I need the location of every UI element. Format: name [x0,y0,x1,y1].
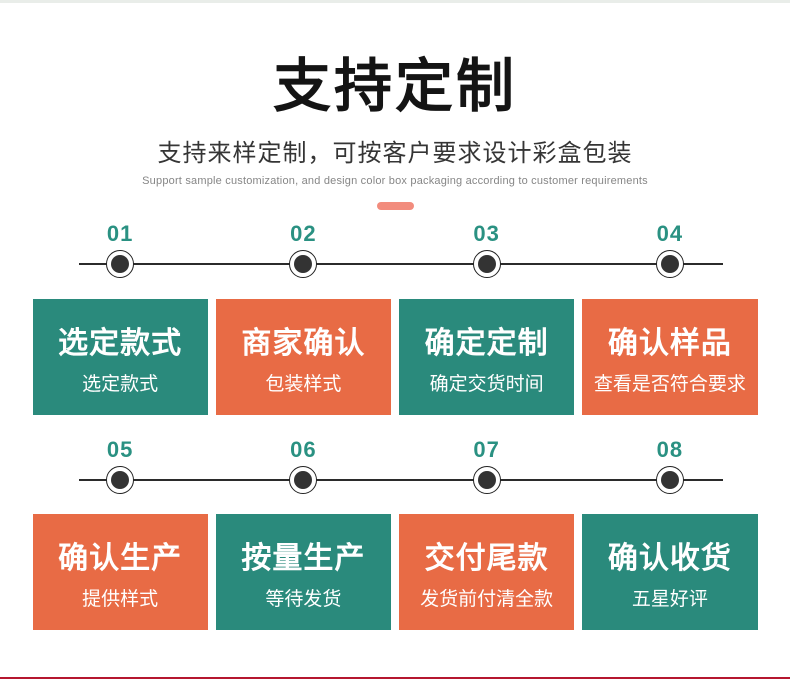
step-number: 05 [106,437,134,463]
timeline-dot-icon [289,250,318,279]
card-subtitle: 提供样式 [82,589,159,611]
timeline-dot-core [111,471,130,490]
card-title: 商家确认 [241,327,366,361]
timeline-dot-icon [289,466,318,495]
timeline-dot-core [294,255,313,274]
card-title: 确认收货 [607,542,732,576]
card-subtitle: 发货前付清全款 [420,589,554,611]
step-number: 02 [290,221,317,247]
timeline-dot-icon [655,250,684,279]
step-number: 07 [473,437,500,463]
timeline-step-07: 07 [399,437,574,495]
process-card-confirm-production: 确认生产 提供样式 [32,514,208,631]
process-card-merchant-confirm: 商家确认 包装样式 [215,299,391,416]
card-subtitle: 选定款式 [82,374,159,396]
card-subtitle: 查看是否符合要求 [593,374,746,396]
timeline-step-01: 01 [33,221,208,279]
timeline-rail [78,479,723,481]
timeline-dot-icon [472,466,501,495]
timeline-step-03: 03 [399,221,574,279]
timeline-dot-icon [106,466,135,495]
timeline-rail [78,263,723,265]
timeline-step-04: 04 [582,221,757,279]
page-title: 支持定制 [272,54,517,119]
header: 支持定制 支持来样定制，可按客户要求设计彩盒包装 Support sample … [0,0,790,211]
card-title: 确定定制 [424,327,549,361]
timeline-dot-core [477,255,496,274]
timeline-dot-core [660,471,679,490]
bottom-border-rule [0,677,790,679]
card-subtitle: 等待发货 [265,589,342,611]
card-title: 确认生产 [58,542,183,576]
process-card-produce-by-quantity: 按量生产 等待发货 [215,514,391,631]
timeline-dot-icon [655,466,684,495]
step-number: 01 [106,221,134,247]
timeline-dot-core [660,255,679,274]
timeline-steps-1-4: 01 02 03 04 [33,221,758,279]
timeline-step-05: 05 [33,437,208,495]
page-subtitle-english: Support sample customization, and design… [142,175,648,188]
timeline-step-02: 02 [216,221,391,279]
timeline-dot-core [477,471,496,490]
process-cards-row-1: 选定款式 选定款式 商家确认 包装样式 确定定制 确定交货时间 确认样品 查看是… [32,299,758,416]
card-title: 按量生产 [241,542,366,576]
card-title: 选定款式 [58,327,183,361]
step-number: 06 [290,437,317,463]
timeline-step-08: 08 [582,437,757,495]
process-card-pay-balance: 交付尾款 发货前付清全款 [399,514,575,631]
timeline-steps-5-8: 05 06 07 08 [33,437,758,495]
step-number: 04 [656,221,684,247]
card-subtitle: 包装样式 [265,374,342,396]
card-title: 交付尾款 [424,542,549,576]
step-number: 08 [656,437,684,463]
timeline-step-06: 06 [216,437,391,495]
accent-divider-bar [376,202,414,211]
timeline-dot-core [294,471,313,490]
step-number: 03 [473,221,500,247]
timeline-dot-core [111,255,130,274]
process-card-confirm-customization: 确定定制 确定交货时间 [399,299,575,416]
top-section-divider [0,0,790,3]
card-subtitle: 五星好评 [631,589,708,611]
timeline-dot-icon [472,250,501,279]
card-subtitle: 确定交货时间 [429,374,544,396]
timeline-dot-icon [106,250,135,279]
process-card-confirm-receipt: 确认收货 五星好评 [582,514,758,631]
page-subtitle: 支持来样定制，可按客户要求设计彩盒包装 [157,139,633,167]
process-cards-row-2: 确认生产 提供样式 按量生产 等待发货 交付尾款 发货前付清全款 确认收货 五星… [32,514,758,631]
card-title: 确认样品 [607,327,732,361]
process-card-confirm-sample: 确认样品 查看是否符合要求 [582,299,758,416]
process-card-select-style: 选定款式 选定款式 [32,299,208,416]
